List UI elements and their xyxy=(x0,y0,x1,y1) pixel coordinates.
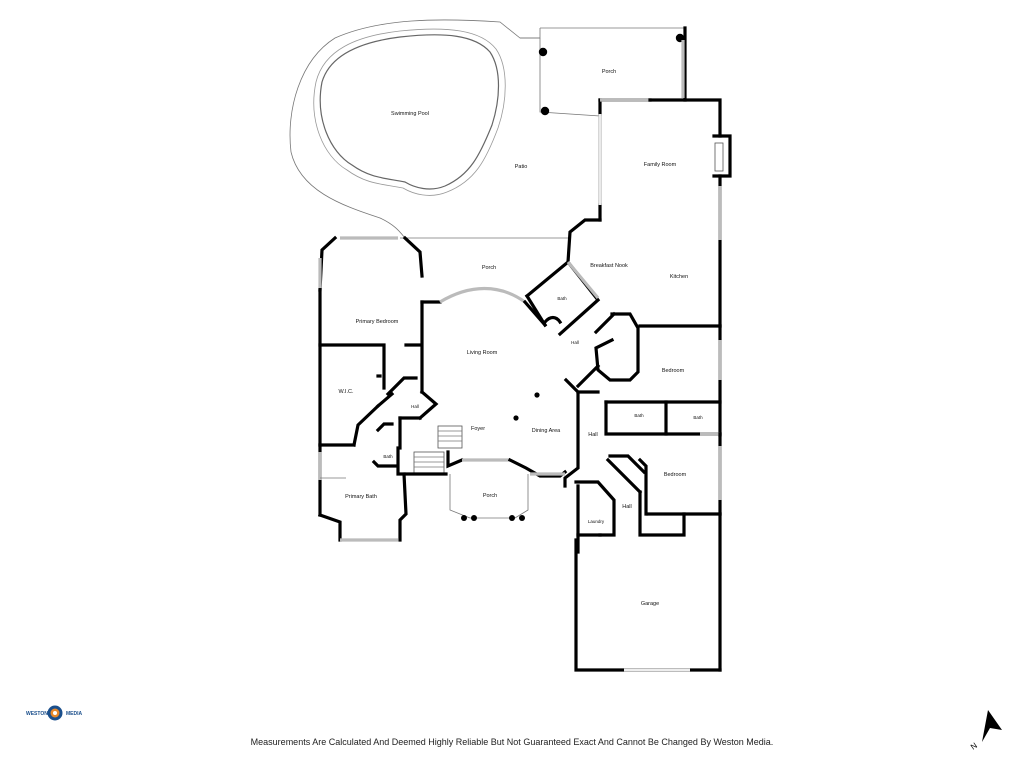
label-laundry: Laundry xyxy=(588,519,605,524)
label-breakfast-nook: Breakfast Nook xyxy=(590,263,628,269)
label-bath-small: Bath xyxy=(383,454,393,459)
living-room-walls xyxy=(318,235,548,447)
label-hall-center: Hall xyxy=(571,340,579,345)
weston-media-logo: WESTON MEDIA xyxy=(26,703,82,725)
stairs xyxy=(396,425,463,476)
logo-text-left: WESTON xyxy=(26,711,48,717)
label-swimming-pool: Swimming Pool xyxy=(391,111,429,117)
label-dining-area: Dining Area xyxy=(532,428,561,434)
pool-area xyxy=(289,19,570,239)
label-kitchen: Kitchen xyxy=(670,274,688,280)
room-labels: Swimming Pool Porch Patio Family Room Po… xyxy=(339,69,704,607)
label-living-room: Living Room xyxy=(467,350,498,356)
label-porch-front: Porch xyxy=(483,493,497,499)
center-bath-walls xyxy=(524,259,601,337)
compass-label: N xyxy=(969,741,979,752)
logo-text-right: MEDIA xyxy=(66,711,83,717)
label-patio: Patio xyxy=(515,164,528,170)
label-bath-right-1: Bath xyxy=(634,413,644,418)
label-foyer: Foyer xyxy=(471,426,485,432)
label-garage: Garage xyxy=(641,601,659,607)
label-primary-bedroom: Primary Bedroom xyxy=(356,319,399,325)
label-bedroom-right-bottom: Bedroom xyxy=(664,472,687,478)
disclaimer-footer: Measurements Are Calculated And Deemed H… xyxy=(250,737,774,747)
label-hall-vertical: Hall xyxy=(588,432,597,438)
center-walls xyxy=(446,377,616,554)
label-porch-top: Porch xyxy=(602,69,616,75)
right-rooms-walls xyxy=(575,311,722,672)
label-hall-lower: Hall xyxy=(622,504,631,510)
primary-suite-walls xyxy=(317,343,439,542)
logo-mark-icon xyxy=(47,705,63,721)
label-bath-right-2: Bath xyxy=(693,415,703,420)
label-hall-small: Hall xyxy=(411,404,419,409)
label-wic: W.I.C. xyxy=(339,389,354,395)
label-bedroom-right-top: Bedroom xyxy=(662,368,685,374)
label-family-room: Family Room xyxy=(644,162,677,168)
label-bath-center: Bath xyxy=(557,296,567,301)
garage-walls xyxy=(574,538,722,672)
swimming-pool xyxy=(319,34,500,190)
north-arrow-icon: N xyxy=(969,710,1002,752)
family-room-walls xyxy=(566,98,732,328)
top-porch xyxy=(538,26,687,117)
label-porch-middle: Porch xyxy=(482,265,496,271)
label-primary-bath: Primary Bath xyxy=(345,494,377,500)
